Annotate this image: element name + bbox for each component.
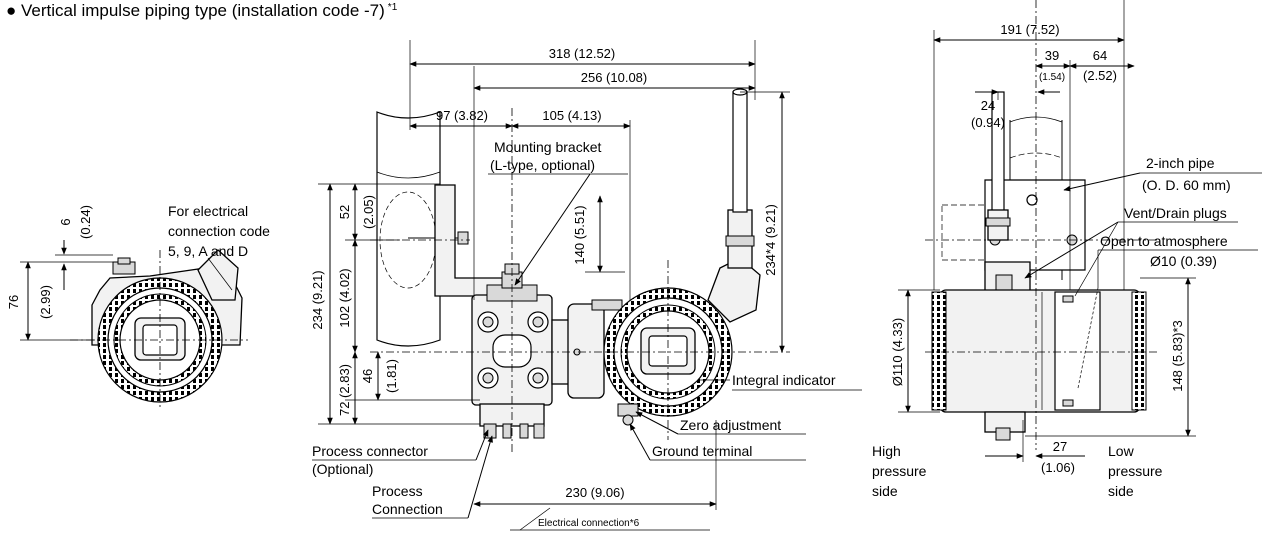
label-zero-adjustment: Zero adjustment [680,417,781,433]
label-connection: Connection [372,501,443,517]
dim-52: 52 [337,205,352,219]
dim-64-in: (2.52) [1083,68,1117,83]
label-high-side: side [872,483,898,499]
dim-46: 46 [360,369,375,383]
label-vent-drain: Vent/Drain plugs [1124,205,1227,221]
dim-46-in: (1.81) [384,359,399,393]
dim-318: 318 (12.52) [549,46,616,61]
dim-64: 64 [1093,48,1107,63]
label-low-pressure: pressure [1108,463,1163,479]
label-process-connector: Process connector [312,443,428,459]
label-ground-terminal: Ground terminal [652,443,752,459]
dim-24: 24 [981,98,995,113]
side-view: 191 (7.52) 39 (1.54) 64 (2.52) 24 (0.94)… [872,0,1262,499]
label-open-atmosphere: Open to atmosphere [1100,233,1228,249]
dim-76-in: (2.99) [38,285,53,319]
dim-105: 105 (4.13) [542,108,601,123]
drawing-title: ● Vertical impulse piping type (installa… [6,1,398,20]
label-electrical-connection: Electrical connection*6 [538,518,640,529]
left-note-3: 5, 9, A and D [168,243,248,259]
dim-76: 76 [6,295,21,309]
dim-phi-110: Ø110 (4.33) [890,318,905,386]
dim-234-4: 234*4 (9.21) [763,204,778,276]
dim-140: 140 (5.51) [572,205,587,264]
label-process-connector-optional: (Optional) [312,461,373,477]
dim-256: 256 (10.08) [581,70,648,85]
label-low-side: side [1108,483,1134,499]
dim-27: 27 [1053,439,1067,454]
dim-97: 97 (3.82) [436,108,488,123]
label-integral-indicator: Integral indicator [732,372,836,388]
dim-102: 102 (4.02) [337,268,352,327]
label-phi-10: Ø10 (0.39) [1150,253,1217,269]
dim-24-in: (0.94) [971,115,1005,130]
left-view: 76 (2.99) 6 (0.24) For electrical connec… [6,203,270,410]
dim-230: 230 (9.06) [565,485,624,500]
label-process: Process [372,483,423,499]
dim-72: 72 (2.83) [337,364,352,416]
label-high-pressure: pressure [872,463,927,479]
dim-191: 191 (7.52) [1000,22,1059,37]
label-bracket-l-type: (L-type, optional) [490,157,595,173]
dim-6-in: (0.24) [78,205,93,239]
dim-39-in: (1.54) [1039,72,1065,83]
label-mounting-bracket: Mounting bracket [494,139,602,155]
dim-39: 39 [1045,48,1059,63]
dim-6: 6 [58,218,73,225]
label-low: Low [1108,443,1135,459]
dim-148: 148 (5.83)*3 [1170,320,1185,392]
label-2-inch-pipe: 2-inch pipe [1146,155,1215,171]
left-note-2: connection code [168,223,270,239]
front-view: 318 (12.52) 256 (10.08) 97 (3.82) 105 (4… [310,40,862,531]
dim-52-in: (2.05) [361,195,376,229]
label-pipe-od: (O. D. 60 mm) [1142,177,1231,193]
left-note-1: For electrical [168,203,248,219]
dim-234: 234 (9.21) [310,270,325,329]
label-high: High [872,443,901,459]
dim-27-in: (1.06) [1041,460,1075,475]
